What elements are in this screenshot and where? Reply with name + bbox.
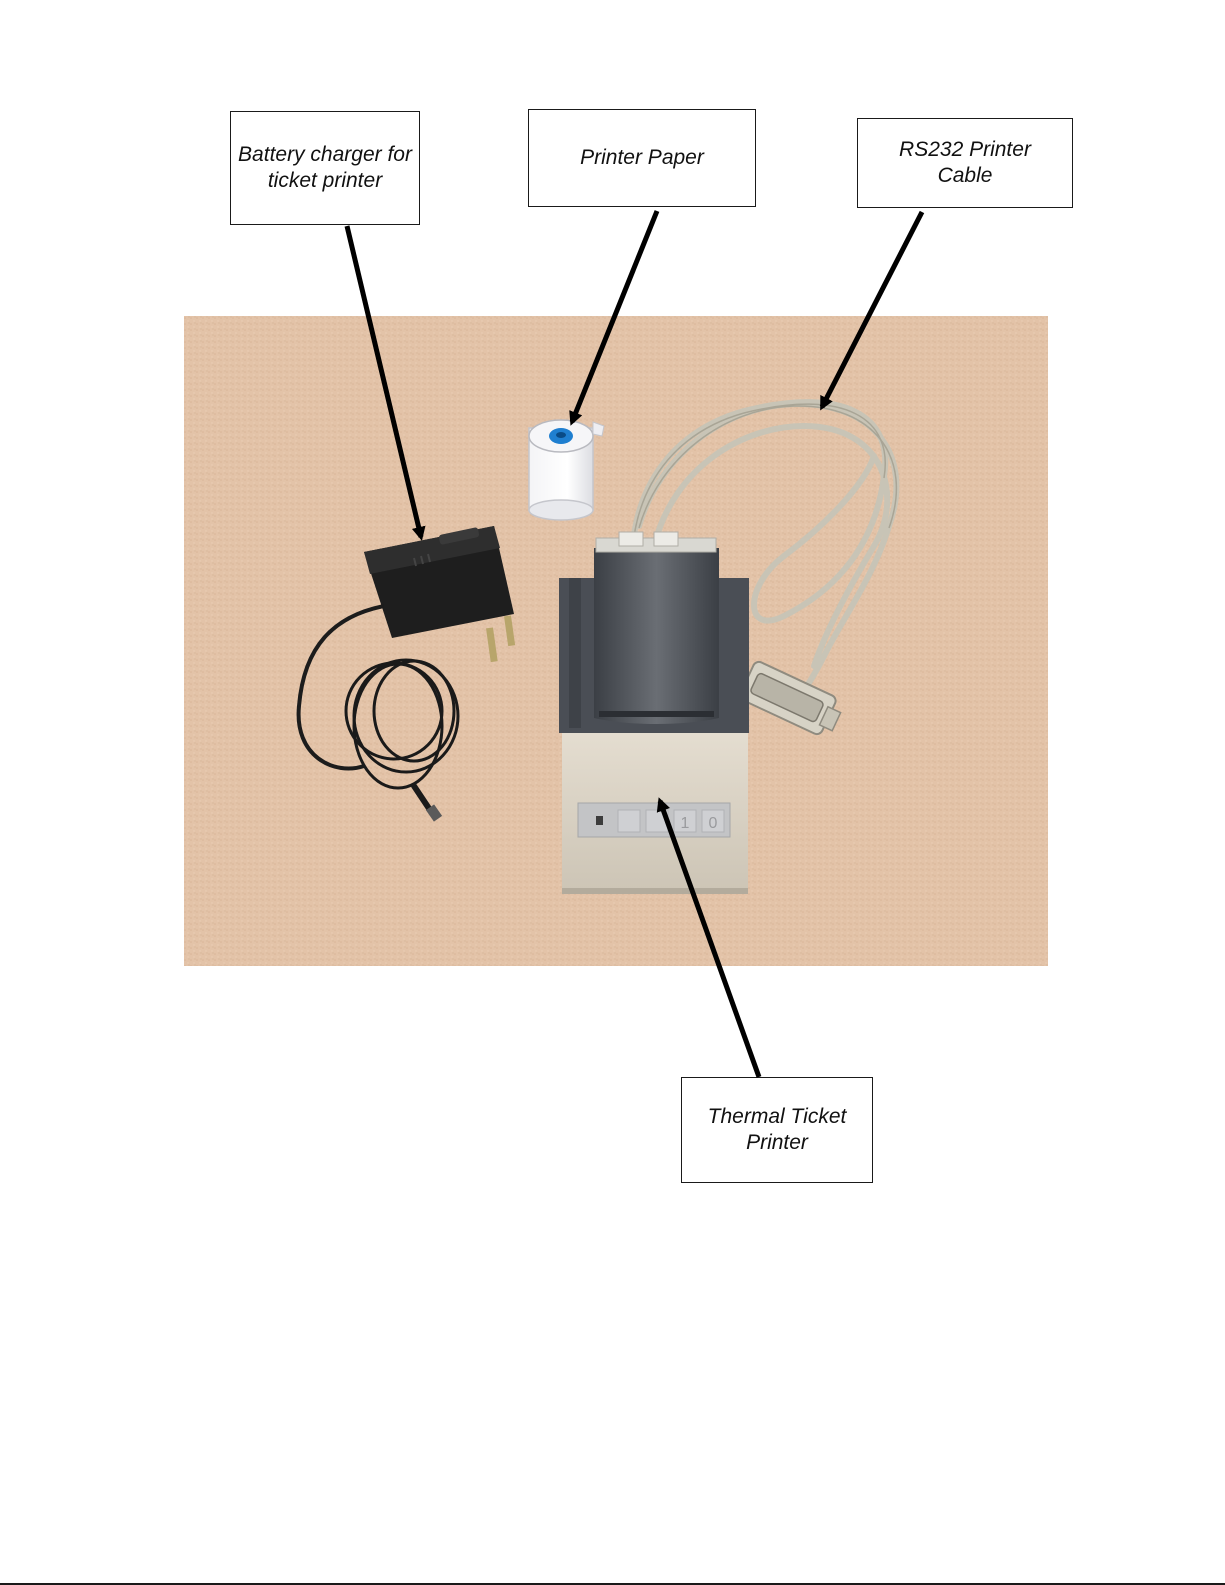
paper-roll xyxy=(529,420,604,520)
power-led xyxy=(596,816,603,825)
thermal-printer: 1 0 xyxy=(559,532,749,894)
panel-key-label-a: 1 xyxy=(681,815,690,832)
paper-callout-line1: Printer Paper xyxy=(580,145,704,171)
cable-callout-line1: RS232 Printer xyxy=(899,137,1031,163)
printer-callout-line1: Thermal Ticket xyxy=(708,1104,847,1130)
charger-callout-line1: Battery charger for xyxy=(238,142,412,168)
cable-callout-line2: Cable xyxy=(899,163,1031,189)
printer-callout: Thermal Ticket Printer xyxy=(681,1077,873,1183)
charger-callout: Battery charger for ticket printer xyxy=(230,111,420,225)
panel-key-2 xyxy=(646,810,668,832)
charger-callout-line2: ticket printer xyxy=(238,168,412,194)
panel-key-1 xyxy=(618,810,640,832)
panel-key-label-b: 0 xyxy=(709,815,718,832)
paper-callout: Printer Paper xyxy=(528,109,756,207)
equipment-photo: 1 0 xyxy=(184,316,1048,966)
cable-callout: RS232 Printer Cable xyxy=(857,118,1073,208)
printer-callout-line2: Printer xyxy=(708,1130,847,1156)
